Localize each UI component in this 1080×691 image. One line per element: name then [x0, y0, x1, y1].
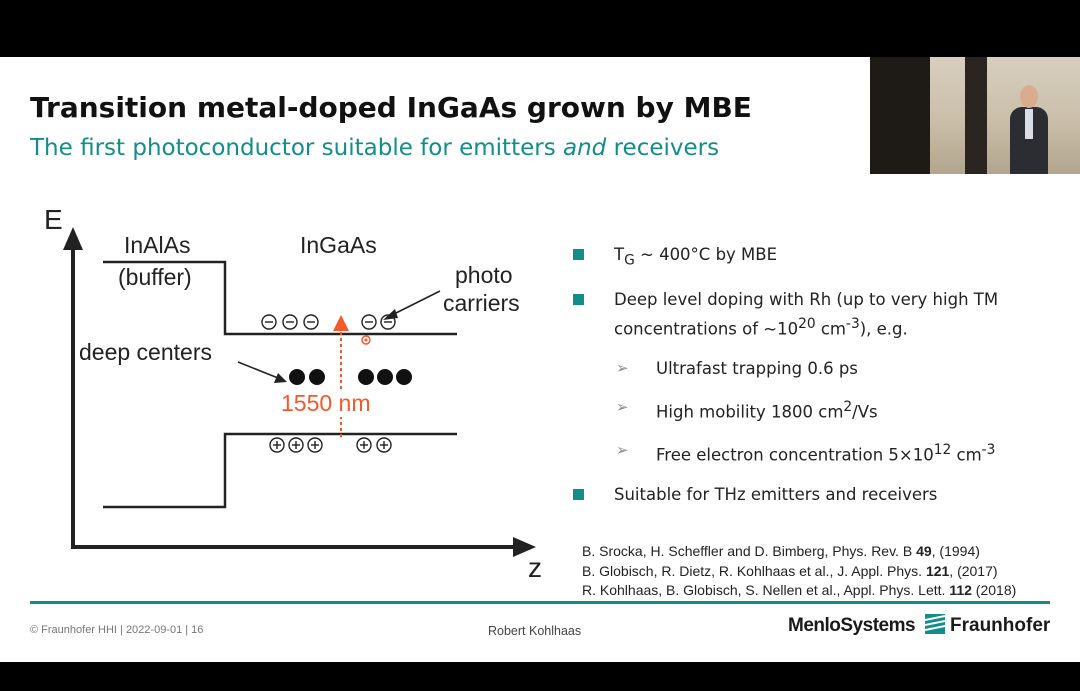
reference-item: R. Kohlhaas, B. Globisch, S. Nellen et a…: [582, 581, 1016, 601]
sub-bullet-trapping: ➢ Ultrafast trapping 0.6 ps: [572, 356, 1062, 381]
footer-rule: [30, 601, 1050, 604]
bullet-text: Ultrafast trapping 0.6 ps: [656, 358, 858, 378]
speaker-video-feed: [870, 57, 1080, 174]
bullet-text: ), e.g.: [859, 319, 908, 339]
reference-text: R. Kohlhaas, B. Globisch, S. Nellen et a…: [582, 582, 950, 598]
bullet-text: cm: [815, 319, 846, 339]
fraunhofer-logo-mark-icon: [925, 614, 945, 634]
speaker-head: [1020, 85, 1038, 108]
reference-text: B. Globisch, R. Dietz, R. Kohlhaas et al…: [582, 562, 926, 579]
slide-subtitle: The first photoconductor suitable for em…: [30, 135, 719, 161]
subtitle-emphasis: and: [563, 135, 607, 161]
bullet-list: TG ~ 400°C by MBE Deep level doping with…: [572, 242, 1062, 521]
superscript: -3: [981, 442, 996, 459]
sub-bullet-arrow-icon: ➢: [616, 358, 629, 377]
sub-bullet-arrow-icon: ➢: [616, 441, 629, 460]
cursor-marker-dot: [364, 338, 368, 342]
excitation-arrow-head: [333, 315, 349, 331]
label-ingaas: InGaAs: [300, 232, 377, 258]
superscript: -3: [845, 316, 860, 333]
photo-carriers-pointer-head: [383, 309, 398, 320]
label-carriers: carriers: [443, 290, 520, 316]
video-wall: [870, 57, 930, 174]
fraunhofer-logo: Fraunhofer: [950, 615, 1051, 636]
reference-volume: 49: [916, 543, 932, 559]
speaker-shirt: [1025, 109, 1033, 139]
reference-text: B. Srocka, H. Scheffler and D. Bimberg, …: [582, 543, 917, 559]
bullet-deep-level-doping: Deep level doping with Rh (up to very hi…: [572, 287, 1062, 342]
reference-item: B. Srocka, H. Scheffler and D. Bimberg, …: [582, 542, 1016, 562]
reference-text: , (2017): [949, 562, 998, 579]
bullet-growth-temperature: TG ~ 400°C by MBE: [572, 242, 1062, 273]
bullet-text: cm: [951, 445, 982, 465]
superscript: 12: [933, 442, 952, 459]
slide-title: Transition metal-doped InGaAs grown by M…: [30, 91, 752, 124]
superscript: 2: [843, 398, 853, 415]
bullet-text: ~ 400°C by MBE: [634, 245, 778, 264]
deep-centers-pointer: [237, 361, 279, 379]
hole-symbols: [269, 437, 392, 453]
cursor-marker: [361, 335, 371, 345]
axis-label-z: z: [528, 552, 542, 583]
footer-copyright: © Fraunhofer HHI | 2022-09-01 | 16: [30, 624, 204, 636]
deep-center-dots: [289, 369, 412, 385]
label-buffer: (buffer): [118, 264, 192, 290]
menlosystems-logo: MenloSystems: [788, 615, 916, 636]
sub-bullet-electron-concentration: ➢ Free electron concentration 5×1012 cm-3: [572, 438, 1062, 468]
bullet-text: Free electron concentration 5×10: [656, 445, 934, 465]
subscript: G: [624, 252, 635, 269]
reference-text: , (1994): [931, 543, 980, 559]
bullet-text: Deep level doping with Rh (up to very hi…: [614, 290, 999, 339]
label-photo: photo: [455, 262, 513, 288]
bullet-thz-suitability: Suitable for THz emitters and receivers: [572, 482, 1062, 507]
energy-axis-arrowhead: [63, 227, 83, 250]
bullet-text: T: [614, 245, 625, 264]
reference-text: (2018): [971, 582, 1017, 598]
wavelength-label: 1550 nm: [281, 390, 371, 416]
footer-presenter: Robert Kohlhaas: [488, 624, 582, 638]
video-door: [965, 57, 987, 174]
subtitle-part-1: The first photoconductor suitable for em…: [30, 135, 563, 161]
wavelength-label-bg: [279, 389, 383, 417]
z-axis-arrowhead: [513, 537, 536, 557]
reference-volume: 112: [949, 582, 972, 598]
electron-symbols: [261, 314, 396, 330]
photo-carriers-pointer: [391, 290, 441, 316]
label-inalas: InAlAs: [124, 232, 190, 258]
bullet-text: /Vs: [852, 402, 878, 422]
subtitle-part-3: receivers: [606, 135, 720, 161]
deep-centers-pointer-head: [274, 373, 287, 383]
superscript: 20: [798, 316, 816, 333]
presentation-slide: Transition metal-doped InGaAs grown by M…: [0, 57, 1080, 662]
reference-volume: 121: [925, 562, 950, 579]
axis-label-e: E: [44, 204, 63, 235]
zhihu-watermark: 知乎 @美尻船长孝: [782, 634, 999, 664]
band-diagram: E z InAlAs (buffer) InGaAs photo carrier…: [44, 204, 542, 583]
label-deep-centers: deep centers: [79, 339, 212, 365]
references: B. Srocka, H. Scheffler and D. Bimberg, …: [582, 542, 1016, 601]
bullet-text: High mobility 1800 cm: [656, 402, 844, 422]
sub-bullet-mobility: ➢ High mobility 1800 cm2/Vs: [572, 395, 1062, 425]
reference-item: B. Globisch, R. Dietz, R. Kohlhaas et al…: [582, 562, 1016, 582]
sub-bullet-arrow-icon: ➢: [616, 397, 629, 416]
